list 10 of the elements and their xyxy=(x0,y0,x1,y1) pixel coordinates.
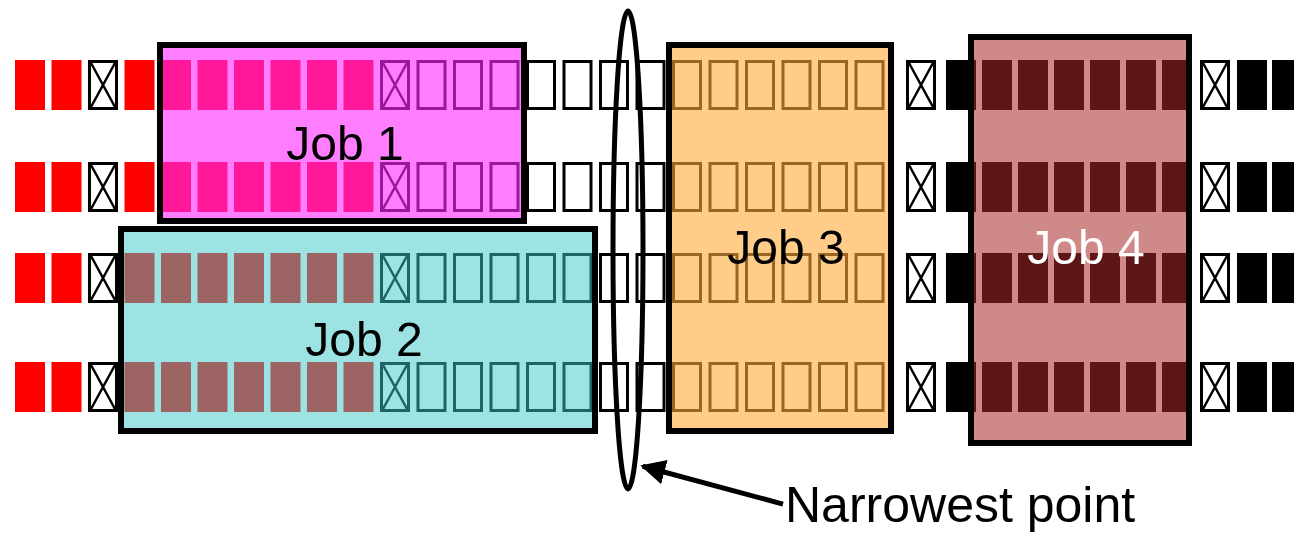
job-label: Job 2 xyxy=(305,316,423,364)
highlight-ellipse xyxy=(610,8,646,492)
job-box xyxy=(157,42,527,224)
arrow xyxy=(640,460,784,507)
job-label: Job 3 xyxy=(727,224,845,272)
job-box xyxy=(968,34,1192,446)
note-text: Narrowest point xyxy=(785,478,1245,536)
job-box xyxy=(666,42,894,434)
job-label: Job 1 xyxy=(286,120,404,168)
job-box xyxy=(118,226,598,434)
